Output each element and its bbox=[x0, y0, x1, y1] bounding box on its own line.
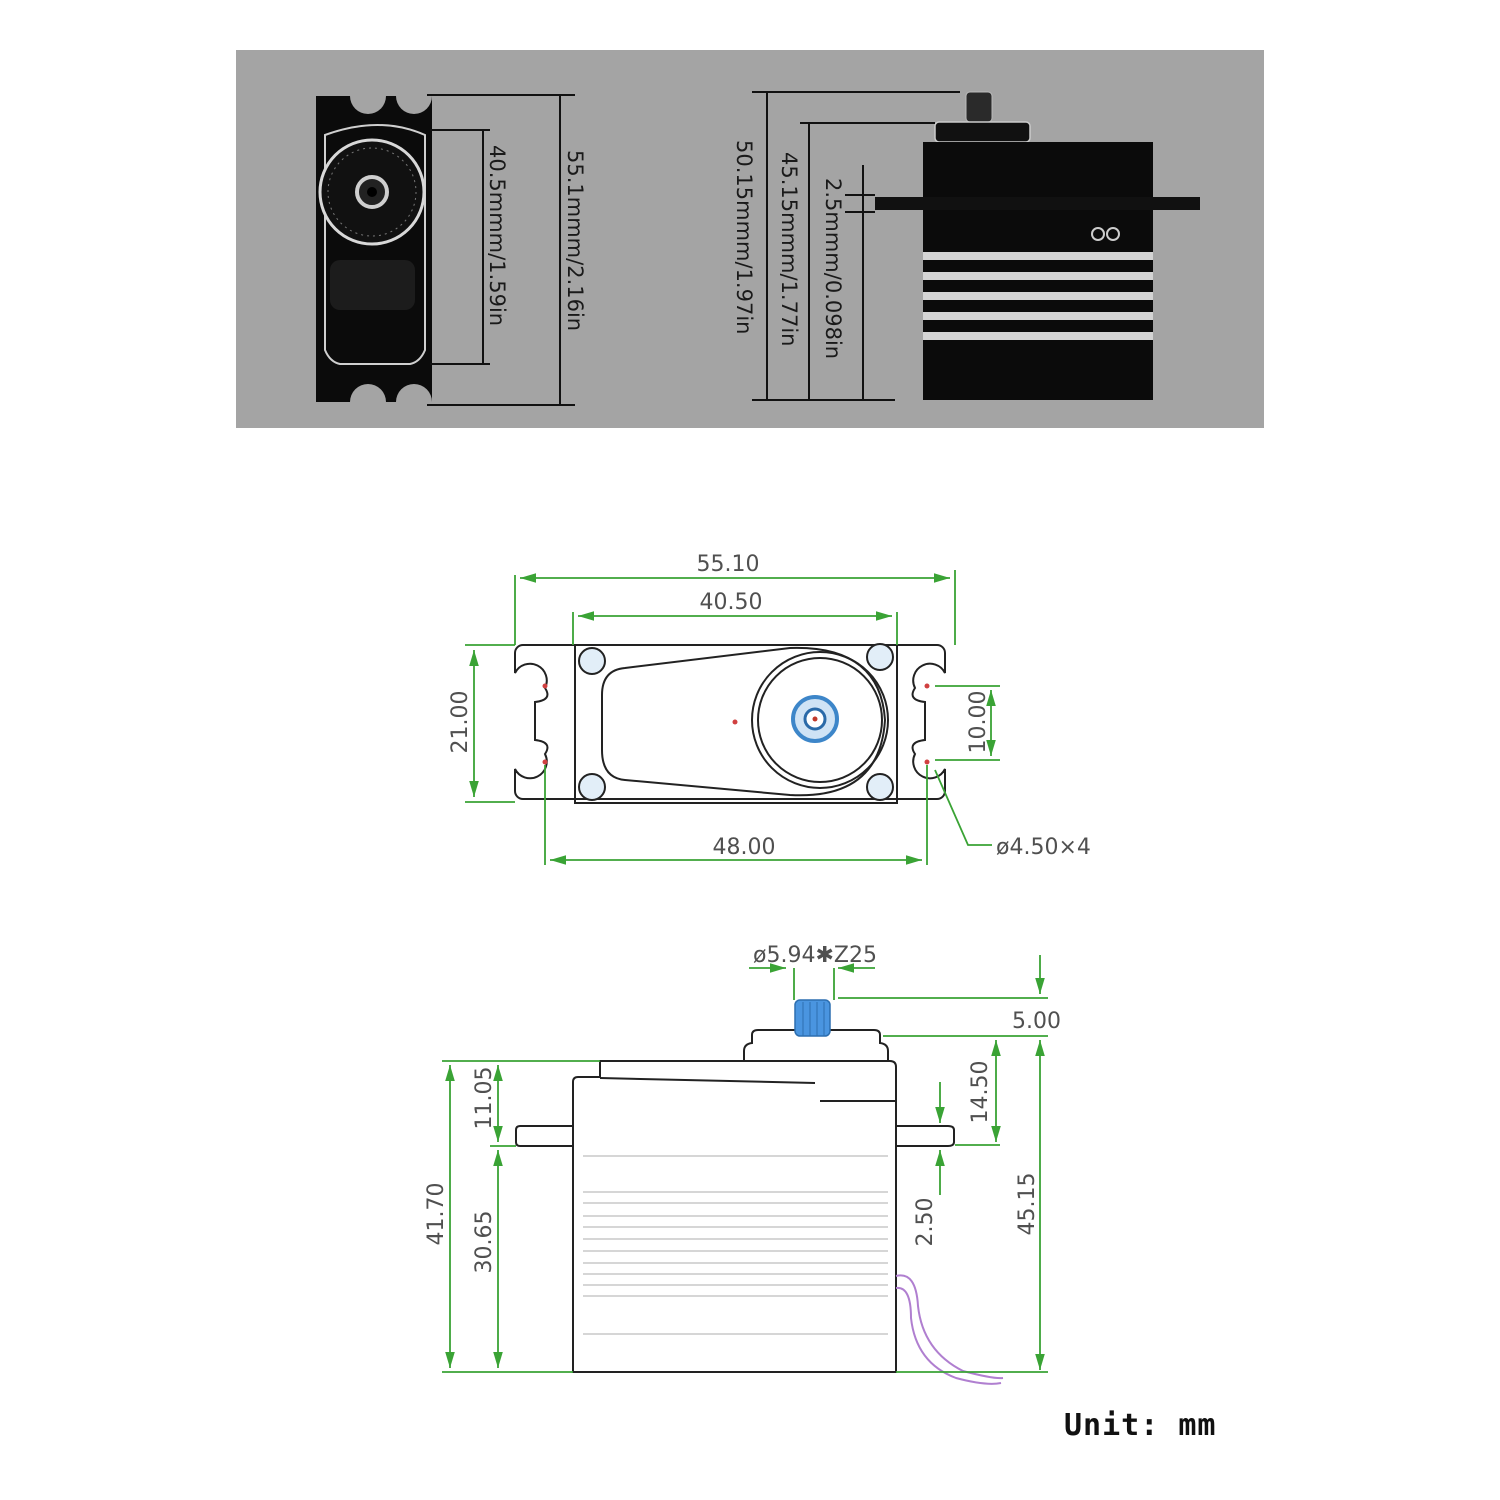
servo-side-photo bbox=[875, 91, 1200, 400]
front-inner-dim-label: 40.5mmm/1.59in bbox=[485, 145, 509, 326]
side-dimension-lines bbox=[752, 91, 960, 401]
body-length-label: 40.50 bbox=[700, 590, 763, 615]
hole-centers bbox=[542, 683, 930, 765]
overall-length-label: 55.10 bbox=[697, 552, 760, 577]
servo-wire bbox=[895, 1274, 1004, 1385]
side-body-dim-label: 45.15mmm/1.77in bbox=[777, 152, 801, 346]
side-total-dim-label: 50.15mmm/1.97in bbox=[732, 140, 756, 334]
spline-spec-label: ø5.94✱Z25 bbox=[753, 943, 877, 968]
spline-side bbox=[794, 999, 831, 1037]
spline-top bbox=[791, 695, 839, 743]
housing-ribs bbox=[583, 1155, 888, 1335]
hole-spacing-vertical-label: 10.00 bbox=[966, 691, 991, 754]
height-label: 21.00 bbox=[448, 691, 473, 754]
front-outer-dim-label: 55.1mmm/2.16in bbox=[563, 150, 587, 331]
upper-section-label: 11.05 bbox=[472, 1067, 497, 1130]
top-dimension-lines bbox=[465, 570, 1000, 865]
unit-label: Unit: mm bbox=[1064, 1408, 1217, 1443]
lower-section-label: 30.65 bbox=[472, 1211, 497, 1274]
spline-height-label: 5.00 bbox=[1012, 1009, 1061, 1034]
side-dimension-lines bbox=[442, 955, 1048, 1373]
side-view-drawing bbox=[515, 1029, 955, 1373]
servo-front-photo bbox=[316, 96, 432, 402]
total-body-label: 45.15 bbox=[1015, 1173, 1040, 1236]
mounting-screws bbox=[578, 643, 894, 801]
top-to-flange-label: 14.50 bbox=[968, 1061, 993, 1124]
flange-thickness-label: 2.50 bbox=[913, 1198, 938, 1247]
hole-spec-label: ø4.50×4 bbox=[996, 835, 1091, 860]
overall-to-flange-label: 41.70 bbox=[424, 1183, 449, 1246]
front-dimension-lines bbox=[427, 94, 575, 406]
hole-spacing-horizontal-label: 48.00 bbox=[713, 835, 776, 860]
side-flange-dim-label: 2.5mmm/0.098in bbox=[821, 178, 845, 359]
